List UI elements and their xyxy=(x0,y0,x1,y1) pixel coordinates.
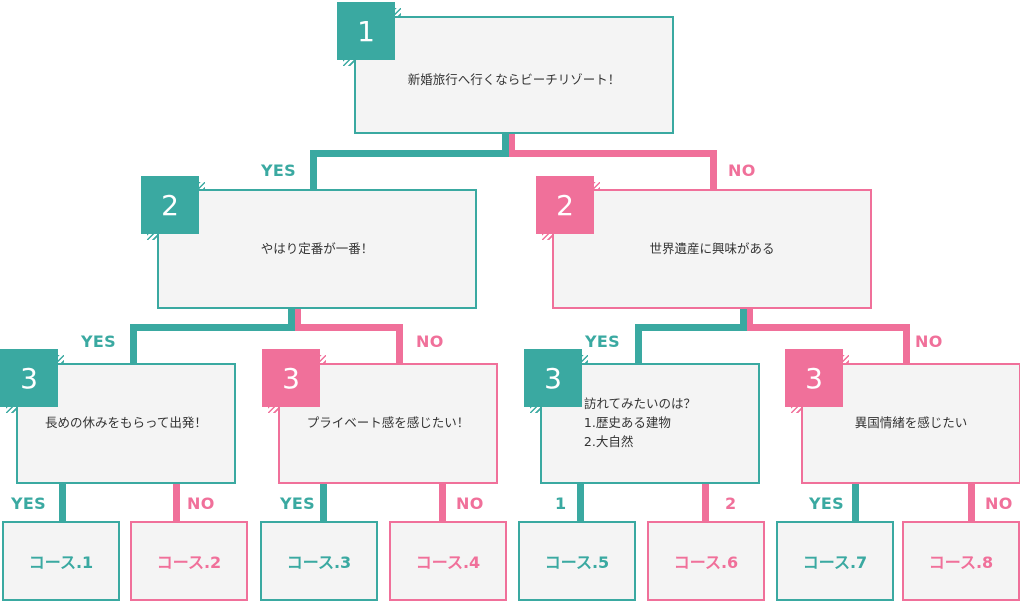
question-3b-box: プライベート感を感じたい！ xyxy=(278,363,498,484)
step-number-badge: 2 xyxy=(141,176,205,240)
connector xyxy=(747,307,753,331)
branch-label-2: 2 xyxy=(725,494,737,513)
connector xyxy=(509,150,717,157)
connector xyxy=(130,324,295,331)
question-3c-box: 訪れてみたいのは？ 1.歴史ある建物 2.大自然 xyxy=(540,363,760,484)
branch-label-yes: YES xyxy=(81,332,116,351)
question-1-text: 新婚旅行へ行くならビーチリゾート！ xyxy=(407,71,621,87)
connector xyxy=(320,482,327,522)
question-3c-option-2: 2.大自然 xyxy=(583,433,634,449)
step-number-badge: 2 xyxy=(536,176,600,240)
branch-label-yes: YES xyxy=(11,494,46,513)
course-1-result: コース.1 xyxy=(2,521,120,601)
branch-label-no: NO xyxy=(187,494,215,513)
branch-label-1: 1 xyxy=(555,494,567,513)
step-number-badge: 3 xyxy=(262,349,326,413)
branch-label-no: NO xyxy=(915,332,943,351)
connector xyxy=(439,482,446,522)
connector xyxy=(635,324,642,364)
step-number-badge: 3 xyxy=(785,349,849,413)
question-3c-text: 訪れてみたいのは？ 1.歴史ある建物 2.大自然 xyxy=(584,395,696,451)
connector xyxy=(173,482,180,522)
question-2-yes-text: やはり定番が一番！ xyxy=(260,240,374,256)
question-3c-option-1: 1.歴史ある建物 xyxy=(583,415,671,431)
course-6-result: コース.6 xyxy=(647,521,765,601)
branch-label-no: NO xyxy=(985,494,1013,513)
course-3-result: コース.3 xyxy=(260,521,378,601)
connector xyxy=(509,133,515,157)
connector xyxy=(295,307,301,331)
connector xyxy=(310,150,509,157)
course-7-result: コース.7 xyxy=(776,521,894,601)
connector xyxy=(968,482,975,522)
connector xyxy=(903,324,910,364)
connector xyxy=(59,482,66,522)
step-number-badge: 1 xyxy=(337,2,401,66)
question-2-no-box: 世界遺産に興味がある xyxy=(552,189,872,309)
course-8-result: コース.8 xyxy=(902,521,1020,601)
connector xyxy=(295,324,403,331)
connector xyxy=(288,307,295,331)
step-number-badge: 3 xyxy=(0,349,64,413)
branch-label-yes: YES xyxy=(261,161,296,180)
connector xyxy=(130,324,137,364)
connector xyxy=(852,482,859,522)
connector xyxy=(502,133,509,157)
step-number-badge: 3 xyxy=(524,349,588,413)
question-3d-text: 異国情緒を感じたい xyxy=(854,415,968,431)
connector xyxy=(635,324,747,331)
question-2-no-text: 世界遺産に興味がある xyxy=(649,240,775,256)
connector xyxy=(747,324,910,331)
branch-label-yes: YES xyxy=(809,494,844,513)
branch-label-no: NO xyxy=(416,332,444,351)
connector xyxy=(310,150,317,190)
question-3a-text: 長めの休みをもらって出発！ xyxy=(45,415,207,431)
connector xyxy=(577,482,584,522)
course-2-result: コース.2 xyxy=(130,521,248,601)
connector xyxy=(702,482,709,522)
branch-label-no: NO xyxy=(728,161,756,180)
question-3c-line: 訪れてみたいのは？ xyxy=(583,396,697,412)
course-5-result: コース.5 xyxy=(518,521,636,601)
connector xyxy=(396,324,403,364)
connector xyxy=(710,150,717,190)
course-4-result: コース.4 xyxy=(389,521,507,601)
branch-label-yes: YES xyxy=(585,332,620,351)
connector xyxy=(740,307,747,331)
question-3b-text: プライベート感を感じたい！ xyxy=(306,415,470,431)
branch-label-yes: YES xyxy=(280,494,315,513)
branch-label-no: NO xyxy=(456,494,484,513)
question-1-box: 新婚旅行へ行くならビーチリゾート！ xyxy=(354,16,674,134)
question-2-yes-box: やはり定番が一番！ xyxy=(157,189,477,309)
